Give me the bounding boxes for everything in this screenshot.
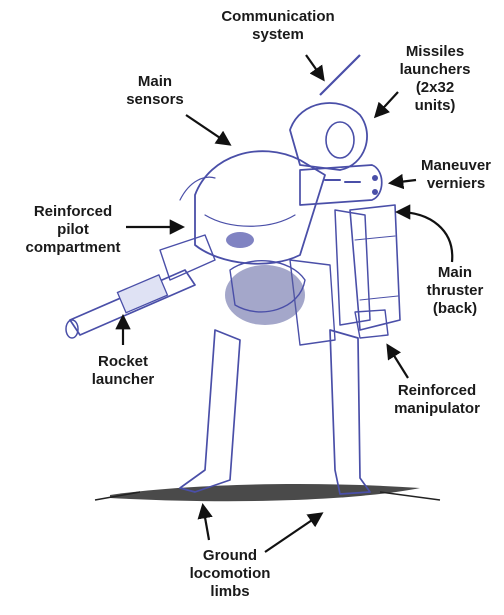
rocket-launcher-shape [65,234,216,339]
label-reinforced-pilot-compartment: Reinforced pilot compartment [25,203,121,256]
arrow-limbs-left [197,502,213,541]
label-main-thruster: Main thruster (back) [426,264,484,317]
arrow-communication [305,54,325,82]
arrow-missiles [373,91,399,119]
label-rocket-launcher: Rocket launcher [91,353,155,388]
ground-locomotion-limbs-shape [179,259,371,495]
annotation-arrows [115,54,454,553]
label-reinforced-manipulator: Reinforced manipulator [394,382,480,417]
label-ground-locomotion-limbs: Ground locomotion limbs [189,547,271,600]
label-maneuver-verniers: Maneuver verniers [420,157,492,192]
arrow-manipulator [386,343,409,379]
hip-shape [225,260,306,325]
label-communication-system: Communication system [221,8,335,43]
arrow-limbs-right [264,512,324,553]
label-missiles-launchers: Missiles launchers (2x32 units) [399,43,471,114]
antenna-mast [319,54,361,96]
label-main-sensors: Main sensors [126,73,184,108]
arrow-thruster [394,204,454,263]
ground-shadow [94,484,441,502]
main-thruster-shape [349,204,401,331]
manipulator-shape [334,209,389,339]
arrow-verniers [387,173,417,190]
sensor-head-shape [289,54,368,171]
arrow-sensors [185,114,232,146]
pilot-compartment-shape [179,150,326,265]
shoulder-pods-shape [299,164,383,206]
